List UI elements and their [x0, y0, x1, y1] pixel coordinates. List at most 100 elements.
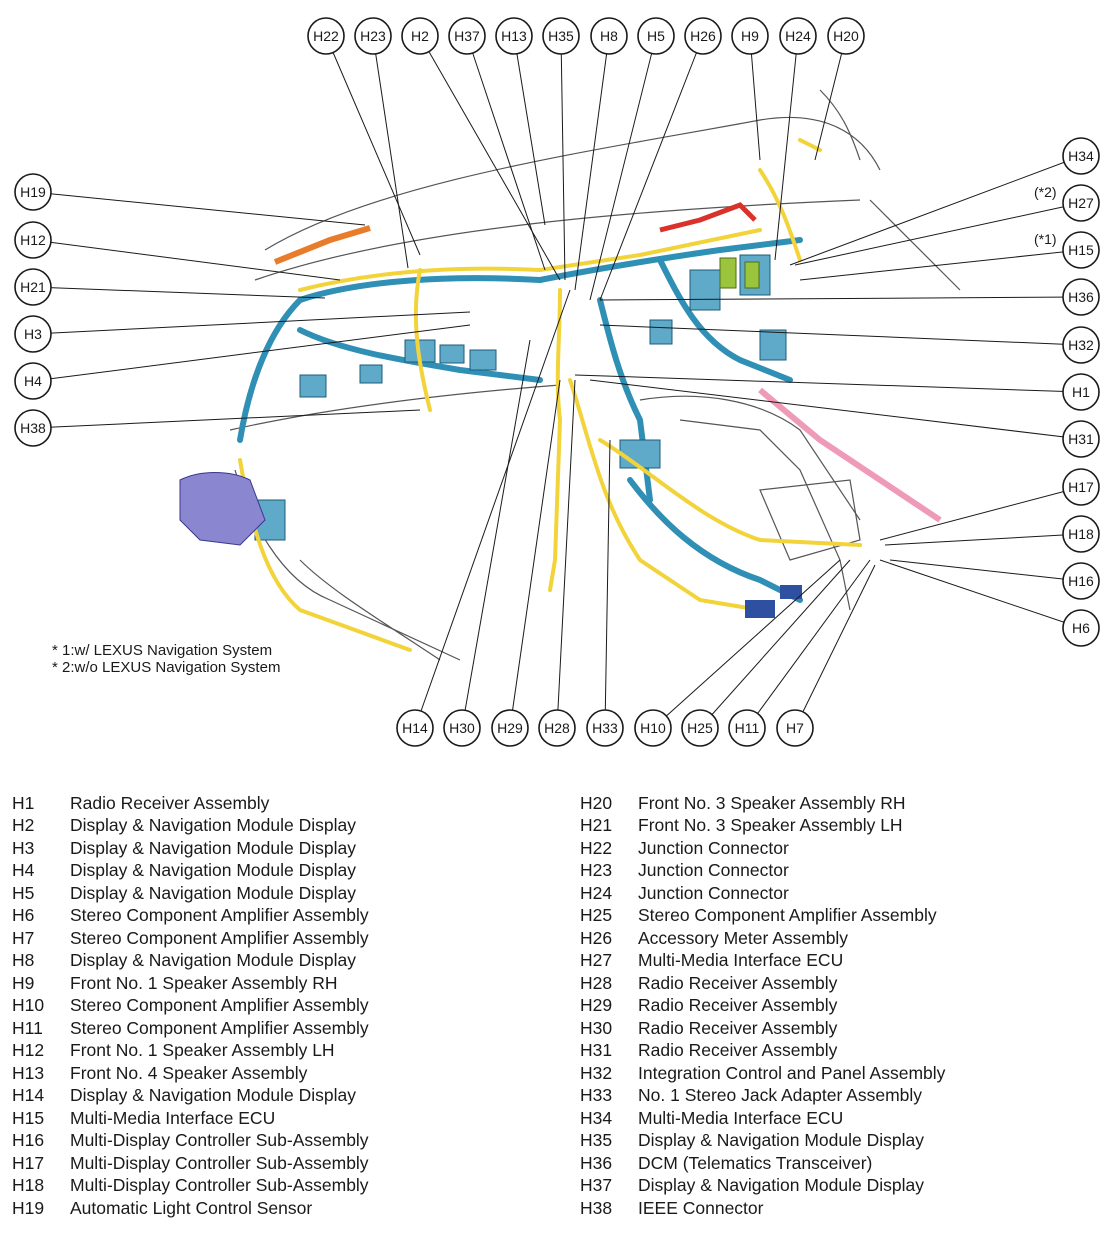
- callout-h34: H34: [1062, 137, 1100, 175]
- svg-text:H37: H37: [454, 28, 480, 44]
- legend-description: Radio Receiver Assembly: [70, 792, 270, 813]
- leader-h3: [32, 311, 471, 335]
- legend-code: H30: [580, 1017, 613, 1038]
- callout-h20: H20: [827, 17, 865, 55]
- legend-code: H22: [580, 837, 613, 858]
- leader-h14: [414, 289, 571, 729]
- legend-description: Accessory Meter Assembly: [638, 927, 849, 948]
- callout-h24: H24: [779, 17, 817, 55]
- legend-code: H25: [580, 905, 613, 926]
- legend-description: Multi-Display Controller Sub-Assembly: [70, 1152, 369, 1173]
- red-harness: [659, 202, 757, 233]
- legend-code: H16: [12, 1130, 45, 1151]
- callout-h15: H15: [1062, 231, 1100, 269]
- legend-description: Stereo Component Amplifier Assembly: [70, 995, 369, 1016]
- leader-h31: [589, 379, 1082, 440]
- svg-text:H22: H22: [313, 28, 339, 44]
- legend-code: H31: [580, 1040, 613, 1061]
- svg-text:H25: H25: [687, 720, 713, 736]
- leader-h8: [574, 35, 610, 291]
- callout-h1: H1: [1062, 373, 1100, 411]
- leader-h27: [794, 202, 1082, 266]
- legend-description: Automatic Light Control Sensor: [70, 1197, 313, 1218]
- leader-h19: [32, 191, 366, 226]
- leader-lines: [32, 35, 1082, 729]
- callout-h25: H25: [681, 709, 719, 747]
- legend-code: H18: [12, 1175, 45, 1196]
- legend-code: H29: [580, 995, 613, 1016]
- leader-h29: [509, 379, 561, 729]
- legend-description: Stereo Component Amplifier Assembly: [70, 905, 369, 926]
- footnote-1: * 1:w/ LEXUS Navigation System: [52, 642, 273, 659]
- leader-h36: [599, 296, 1082, 301]
- leader-h6: [879, 559, 1082, 629]
- green-parts: [719, 257, 760, 289]
- dashboard-outline: [229, 89, 961, 661]
- legend-description: Multi-Media Interface ECU: [70, 1107, 276, 1128]
- legend-code: H28: [580, 972, 613, 993]
- leader-h10: [652, 559, 841, 729]
- leader-h26: [599, 35, 704, 301]
- svg-text:H12: H12: [20, 232, 46, 248]
- leader-h23: [372, 35, 409, 269]
- orange-harness: [273, 225, 371, 265]
- svg-text:H13: H13: [501, 28, 527, 44]
- callout-h36: H36: [1062, 278, 1100, 316]
- legend-code: H13: [12, 1062, 45, 1083]
- callout-h10: H10: [634, 709, 672, 747]
- mark-note-h27: (*2): [1034, 184, 1057, 200]
- svg-text:H17: H17: [1068, 479, 1094, 495]
- legend-description: Multi-Display Controller Sub-Assembly: [70, 1175, 369, 1196]
- leader-h33: [604, 439, 611, 729]
- purple-bracket: [179, 472, 266, 546]
- legend-code: H20: [580, 792, 613, 813]
- leader-h5: [589, 35, 657, 301]
- svg-text:H19: H19: [20, 184, 46, 200]
- callout-h8: H8: [590, 17, 628, 55]
- callout-h32: H32: [1062, 326, 1100, 364]
- legend-description: Display & Navigation Module Display: [70, 837, 356, 858]
- leader-h11: [746, 559, 871, 729]
- legend-description: Front No. 1 Speaker Assembly LH: [70, 1040, 335, 1061]
- legend-description: Multi-Media Interface ECU: [638, 1107, 844, 1128]
- legend-code: H10: [12, 995, 45, 1016]
- leader-h20: [814, 35, 847, 161]
- callout-h12: H12: [14, 221, 52, 259]
- svg-text:H24: H24: [785, 28, 811, 44]
- leader-h7: [794, 564, 876, 729]
- callout-h30: H30: [443, 709, 481, 747]
- legend-description: Stereo Component Amplifier Assembly: [638, 905, 937, 926]
- callout-h3: H3: [14, 315, 52, 353]
- legend-description: Display & Navigation Module Display: [638, 1130, 924, 1151]
- svg-text:H16: H16: [1068, 573, 1094, 589]
- leader-h2: [419, 35, 561, 281]
- callout-h17: H17: [1062, 468, 1100, 506]
- legend-description: Display & Navigation Module Display: [70, 882, 356, 903]
- svg-text:H20: H20: [833, 28, 859, 44]
- legend-code: H37: [580, 1175, 613, 1196]
- svg-text:H4: H4: [24, 373, 42, 389]
- leader-h21: [32, 286, 326, 299]
- svg-text:H32: H32: [1068, 337, 1094, 353]
- callout-h33: H33: [586, 709, 624, 747]
- legend-description: Front No. 3 Speaker Assembly LH: [638, 815, 903, 836]
- legend-description: Radio Receiver Assembly: [638, 1040, 838, 1061]
- leader-h13: [513, 35, 546, 226]
- svg-text:H1: H1: [1072, 384, 1090, 400]
- legend-description: Front No. 1 Speaker Assembly RH: [70, 972, 338, 993]
- leader-h15: [799, 249, 1082, 281]
- legend-code: H9: [12, 972, 35, 993]
- legend-code: H8: [12, 950, 35, 971]
- legend-description: Display & Navigation Module Display: [70, 1085, 356, 1106]
